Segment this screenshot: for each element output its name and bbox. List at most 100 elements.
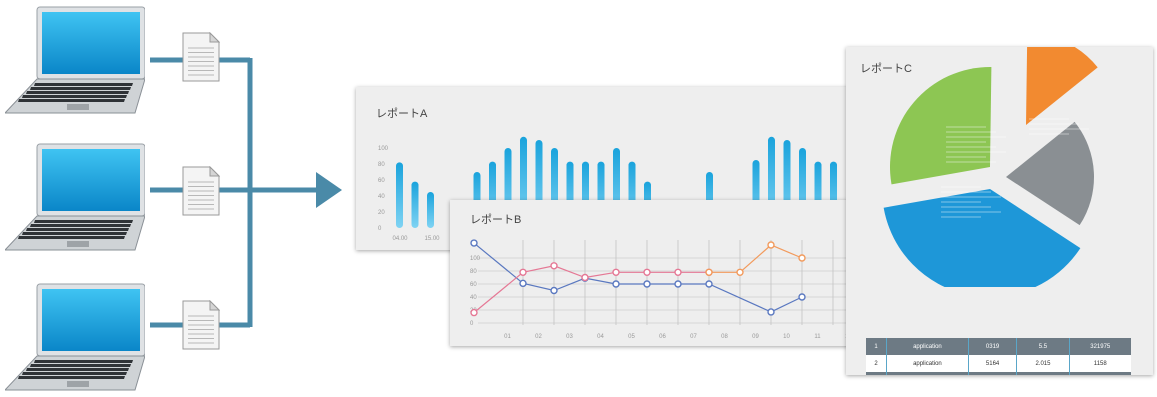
laptop-touchpad bbox=[67, 381, 89, 387]
report-a-title: レポートA bbox=[376, 108, 428, 120]
table-cell: 5164 bbox=[967, 355, 1017, 372]
table-cell: 321975 bbox=[1068, 338, 1131, 355]
table-cell: application bbox=[886, 338, 969, 355]
laptop-touchpad bbox=[67, 241, 89, 247]
pie-slice-gray bbox=[1006, 121, 1094, 226]
document-icon-3 bbox=[182, 299, 221, 350]
data-point bbox=[519, 279, 527, 288]
data-point bbox=[767, 241, 775, 249]
pie-slice-blue bbox=[883, 189, 1081, 287]
laptop-keyboard-row bbox=[22, 232, 127, 235]
data-point bbox=[519, 268, 527, 277]
laptop-keyboard-row bbox=[30, 87, 131, 90]
laptop-screen bbox=[42, 289, 140, 351]
x-tick-label: 06 bbox=[659, 334, 666, 340]
x-tick-label: 07 bbox=[690, 334, 697, 340]
laptop-keyboard-row bbox=[18, 99, 125, 102]
bar bbox=[411, 181, 419, 228]
laptop-keyboard-row bbox=[18, 376, 125, 379]
report-c-title: レポートC bbox=[860, 63, 912, 75]
x-tick-label: 09 bbox=[752, 334, 759, 340]
data-point bbox=[798, 254, 806, 262]
table-cell: 2387 bbox=[967, 372, 1017, 375]
y-tick-label: 40 bbox=[470, 295, 477, 301]
document-icon-2 bbox=[182, 165, 221, 216]
laptop-keyboard-row bbox=[22, 95, 127, 98]
y-tick-label: 40 bbox=[378, 194, 385, 200]
y-tick-label: 100 bbox=[470, 256, 481, 262]
data-point bbox=[674, 268, 682, 277]
bar bbox=[396, 162, 403, 228]
pie-slice-green bbox=[890, 67, 992, 185]
laptop-icon-3 bbox=[3, 282, 146, 392]
data-point bbox=[674, 280, 682, 288]
document-icon-1 bbox=[182, 31, 221, 82]
data-point bbox=[798, 293, 806, 301]
laptop-keyboard-row bbox=[30, 364, 131, 367]
x-tick-label: 01 bbox=[504, 334, 511, 340]
table-cell: 0319 bbox=[967, 338, 1017, 355]
laptop-keyboard-row bbox=[26, 91, 129, 94]
x-tick-label: 15.00 bbox=[424, 236, 440, 242]
line-chart: 100806040200010203040506070809101112 bbox=[470, 239, 860, 340]
laptop-keyboard-row bbox=[34, 360, 133, 363]
document-fold bbox=[209, 165, 221, 177]
report-b-title: レポートB bbox=[470, 214, 522, 226]
x-tick-label: 04.00 bbox=[392, 236, 408, 242]
table-cell: 675443 bbox=[1068, 372, 1131, 375]
laptop-keyboard-row bbox=[30, 224, 131, 227]
laptop-keyboard-row bbox=[18, 236, 125, 239]
y-tick-label: 60 bbox=[378, 178, 385, 184]
pie-slice-orange bbox=[1026, 47, 1098, 125]
report-b-panel: レポートB 1008060402000102030405060708091011… bbox=[450, 200, 860, 346]
y-tick-label: 100 bbox=[378, 146, 389, 152]
laptop-icon-2 bbox=[3, 142, 146, 252]
table-cell: 2.015 bbox=[1016, 355, 1070, 372]
bar bbox=[427, 192, 434, 228]
x-tick-label: 03 bbox=[566, 334, 573, 340]
y-tick-label: 20 bbox=[378, 210, 385, 216]
y-tick-label: 80 bbox=[470, 269, 477, 275]
laptop-keyboard-row bbox=[22, 372, 127, 375]
y-tick-label: 0 bbox=[470, 321, 474, 327]
x-tick-label: 02 bbox=[535, 334, 542, 340]
table-cell: application bbox=[886, 355, 969, 372]
data-point bbox=[612, 268, 620, 277]
x-tick-label: 05 bbox=[628, 334, 635, 340]
data-point bbox=[767, 308, 775, 316]
laptop-keyboard-row bbox=[34, 83, 133, 86]
laptop-keyboard-row bbox=[26, 228, 129, 231]
table-cell: 1 bbox=[866, 338, 887, 355]
y-tick-label: 0 bbox=[378, 226, 382, 232]
table-cell: 0.584 bbox=[1016, 372, 1070, 375]
table-cell: application bbox=[886, 372, 969, 375]
x-tick-label: 10 bbox=[783, 334, 790, 340]
series-line bbox=[473, 265, 709, 314]
pie-chart bbox=[883, 47, 1098, 287]
data-point bbox=[643, 268, 651, 277]
data-point bbox=[581, 273, 589, 282]
data-point bbox=[643, 280, 651, 288]
data-point bbox=[470, 308, 478, 317]
data-point bbox=[550, 286, 558, 295]
laptop-keyboard-row bbox=[26, 368, 129, 371]
table-cell: 5.5 bbox=[1016, 338, 1070, 355]
x-tick-label: 11 bbox=[814, 334, 821, 340]
y-tick-label: 80 bbox=[378, 162, 385, 168]
laptop-touchpad bbox=[67, 104, 89, 110]
data-point bbox=[470, 239, 478, 247]
laptop-icon-1 bbox=[3, 5, 146, 115]
data-point bbox=[612, 280, 620, 288]
document-fold bbox=[209, 299, 221, 311]
laptop-keyboard-row bbox=[34, 220, 133, 223]
table-row: 3application23870.584675443 bbox=[866, 372, 1131, 375]
series-line bbox=[473, 242, 803, 313]
x-tick-label: 04 bbox=[597, 334, 604, 340]
laptop-screen bbox=[42, 149, 140, 211]
table-cell: 2 bbox=[866, 355, 887, 372]
x-tick-label: 08 bbox=[721, 334, 728, 340]
